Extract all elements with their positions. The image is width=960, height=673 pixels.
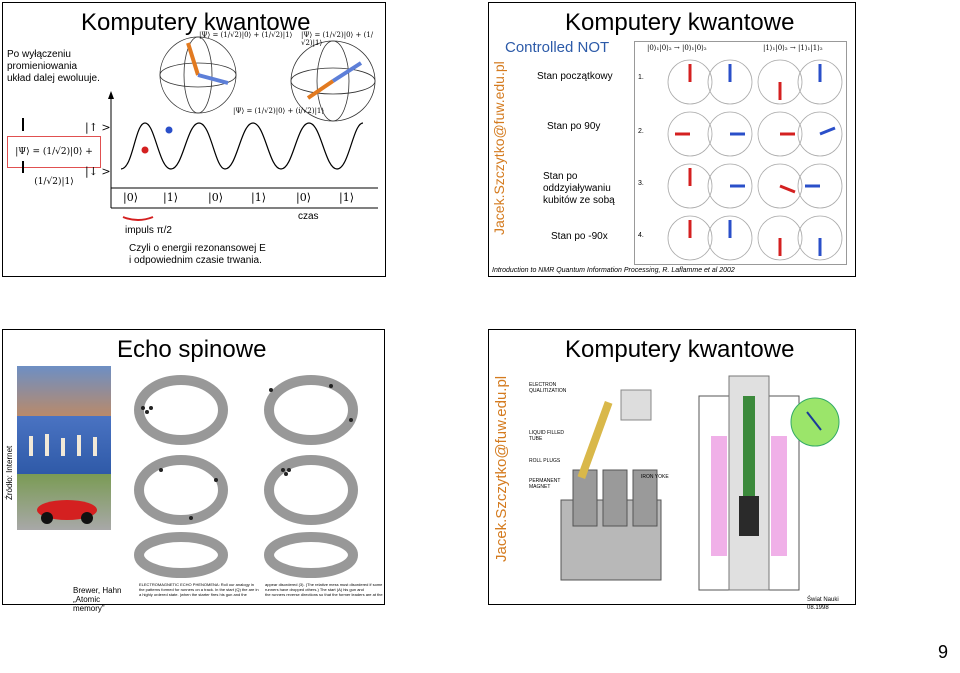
slide-nmr-apparatus: Komputery kwantowe Jacek.Szczytko@fuw.ed… (488, 329, 856, 611)
label-magnet: PERMANENT MAGNET (529, 478, 561, 490)
slide-title: Komputery kwantowe (81, 9, 311, 36)
bloch-formula-1: |Ψ⟩ = (1/√2)|0⟩ + (1/√2)|1⟩ (199, 31, 293, 39)
row-number-2: 2. (638, 128, 644, 135)
page-number: 9 (937, 642, 948, 662)
slide-title: Echo spinowe (117, 336, 267, 363)
author-watermark: Jacek.Szczytko@fuw.edu.pl (493, 375, 510, 562)
bloch-formula-2: |Ψ⟩ = (1/√2)|0⟩ + (1/√2)|1⟩ (301, 31, 374, 47)
author-watermark: Jacek.Szczytko@fuw.edu.pl (491, 61, 507, 235)
slide-title: Komputery kwantowe (565, 9, 795, 36)
state-down-label: |↓ > (85, 165, 111, 178)
paper-text-right: appear disordered (3). (The relative mes… (265, 582, 383, 597)
echo-track-drawings (134, 375, 358, 578)
oscillation-diagram (22, 36, 378, 221)
row-number-1: 1. (638, 74, 644, 81)
slide-spin-echo: Echo spinowe Źródło: Internet Brewer, Ha… (2, 329, 385, 613)
running-track-photo (17, 416, 111, 474)
psi-formula-box: |Ψ⟩ = (1/√2)|0⟩ + (1/√2)|1⟩ (7, 136, 101, 187)
intro-text: Po wyłączeniu promieniowania układ dalej… (7, 49, 100, 84)
nmr-magnet-illustration: ELECTRON QUALITIZATION LIQUID FILLED TUB… (521, 370, 679, 586)
reference: Introduction to NMR Quantum Information … (492, 267, 735, 274)
label-yoke: IRON YOKE (641, 474, 669, 480)
red-dot (141, 146, 149, 154)
nmr-probe-illustration (689, 375, 841, 591)
ket-4: |0⟩ (296, 191, 311, 204)
bloch-sphere-1 (159, 36, 237, 114)
bloch-formula-3: |Ψ⟩ = (1/√2)|0⟩ + (i/√2)|1⟩ (233, 107, 325, 115)
label-electron: ELECTRON QUALITIZATION (529, 382, 567, 394)
step-interaction: Stan po oddzyiaływaniu kubitów ze sobą (543, 171, 615, 206)
note-text: Czyli o energii rezonansowej E i odpowie… (129, 243, 266, 266)
axis-arrow (108, 91, 114, 99)
row-number-3: 3. (638, 180, 644, 187)
rabi-curve (120, 122, 364, 170)
step-90y: Stan po 90y (547, 121, 601, 132)
magnet-drawing (560, 389, 662, 581)
slide-rabi-oscillation: Komputery kwantowe Po wyłączeniu promien… (2, 2, 386, 277)
bloch-table: |0⟩₁|0⟩₂ → |0⟩₁|0⟩₂ |1⟩₁|0⟩₂ → |1⟩₁|1⟩₂ … (634, 41, 847, 265)
time-label: czas (298, 211, 319, 222)
impulse-label: impuls π/2 (125, 225, 172, 236)
probe-drawing (698, 375, 840, 591)
bloch-sphere-2 (290, 40, 376, 122)
subtitle: Controlled NOT (505, 39, 610, 56)
spin-arrows (675, 64, 836, 256)
col-header-2: |1⟩₁|0⟩₂ → |1⟩₁|1⟩₂ (763, 44, 823, 52)
slide-title: Komputery kwantowe (565, 336, 795, 363)
paper-text-left: ELECTROMAGNETIC ECHO PHENOMENA: Roll our… (139, 582, 259, 597)
step-initial: Stan początkowy (537, 71, 613, 82)
state-up-label: |↑ > (85, 121, 111, 134)
formula-one-photo (17, 474, 111, 530)
ket-3: |1⟩ (251, 191, 266, 204)
row-number-4: 4. (638, 232, 644, 239)
stadium-crowd-photo (17, 366, 111, 416)
ket-0: |0⟩ (123, 191, 138, 204)
label-tube: LIQUID FILLED TUBE (529, 430, 565, 442)
sphere-outlines (667, 59, 843, 261)
source-label: Źródło: Internet (5, 445, 14, 500)
caption: Brewer, Hahn „Atomic memory” (73, 586, 122, 613)
step-minus-90x: Stan po -90x (551, 231, 608, 242)
col-header-1: |0⟩₁|0⟩₂ → |0⟩₁|0⟩₂ (647, 44, 707, 52)
credit: Świat Nauki 08.1998 (807, 597, 839, 611)
slide-controlled-not: Komputery kwantowe Jacek.Szczytko@fuw.ed… (488, 2, 856, 277)
bloch-grid (667, 59, 843, 261)
label-plugs: ROLL PLUGS (529, 458, 561, 464)
ket-2: |0⟩ (208, 191, 223, 204)
blue-dot (165, 126, 173, 134)
ket-5: |1⟩ (339, 191, 354, 204)
ket-1: |1⟩ (163, 191, 178, 204)
impulse-bracket (122, 216, 154, 221)
